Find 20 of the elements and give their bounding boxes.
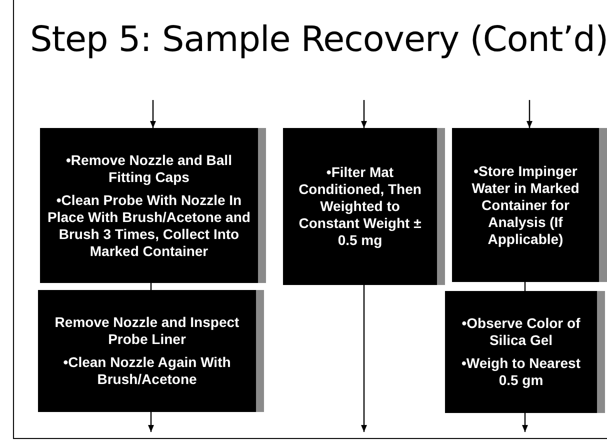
process-box — [40, 128, 266, 283]
arrow — [361, 100, 367, 128]
step-text: •Clean Nozzle Again With Brush/Acetone — [62, 354, 232, 388]
step-text: Remove Nozzle and Inspect Probe Liner — [54, 314, 240, 348]
step-text: •Observe Color of Silica Gel — [460, 315, 582, 349]
arrow — [361, 285, 367, 432]
step-text: •Filter Mat Conditioned, Then Weighted to Constant Weight ± 0.5 mg — [298, 164, 422, 249]
process-box — [452, 128, 607, 282]
step-text: •Weigh to Nearest 0.5 gm — [460, 355, 582, 389]
arrow — [526, 100, 532, 128]
arrow — [150, 100, 156, 128]
process-box — [38, 290, 264, 412]
process-box — [283, 128, 445, 285]
slide-title: Step 5: Sample Recovery (Cont’d) — [30, 19, 607, 62]
step-text: •Store Impinger Water in Marked Container for Analysis (If Applicable) — [470, 162, 580, 248]
arrow — [522, 413, 528, 432]
process-box — [445, 291, 605, 413]
arrow — [148, 412, 154, 432]
step-text: •Clean Probe With Nozzle In Place With Brush/Acetone and Brush 3 Times, Collect Into Marked Container — [46, 192, 252, 260]
step-text: •Remove Nozzle and Ball Fitting Caps — [65, 152, 233, 186]
